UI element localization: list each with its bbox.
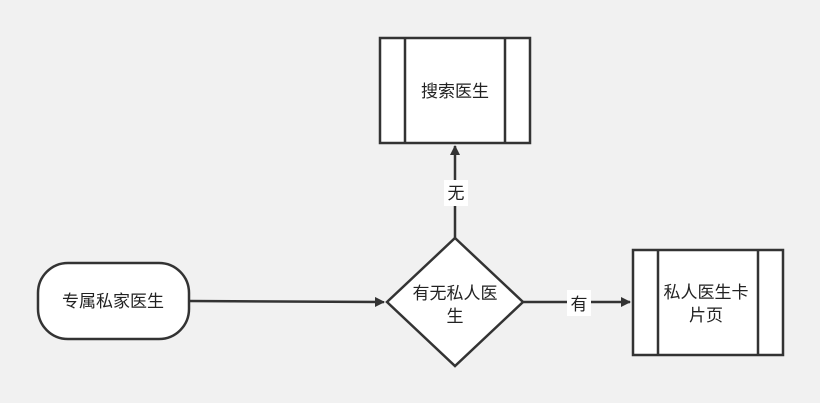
node-card-label-line1: 私人医生卡 (664, 283, 749, 303)
node-decision-label-line1: 有无私人医 (413, 284, 498, 304)
node-decision-label-line2: 生 (447, 307, 464, 327)
edge-label-yes-background (567, 290, 591, 316)
node-card-label-line2: 片页 (689, 306, 723, 326)
edge-label-yes: 有 (571, 295, 588, 315)
node-search[interactable]: 搜索医生 (378, 36, 532, 145)
node-card[interactable]: 私人医生卡 片页 (631, 248, 785, 357)
node-decision[interactable]: 有无私人医 生 (385, 236, 525, 368)
edge-start-to-decision (188, 296, 385, 307)
node-decision-shape (385, 236, 525, 368)
node-start-shape (36, 261, 191, 341)
edge-label-no: 无 (448, 184, 465, 204)
node-search-label: 搜索医生 (421, 82, 489, 102)
node-start-label: 专属私家医生 (62, 292, 164, 312)
node-start[interactable]: 专属私家医生 (36, 261, 191, 341)
edge-label-no-background (444, 180, 468, 206)
